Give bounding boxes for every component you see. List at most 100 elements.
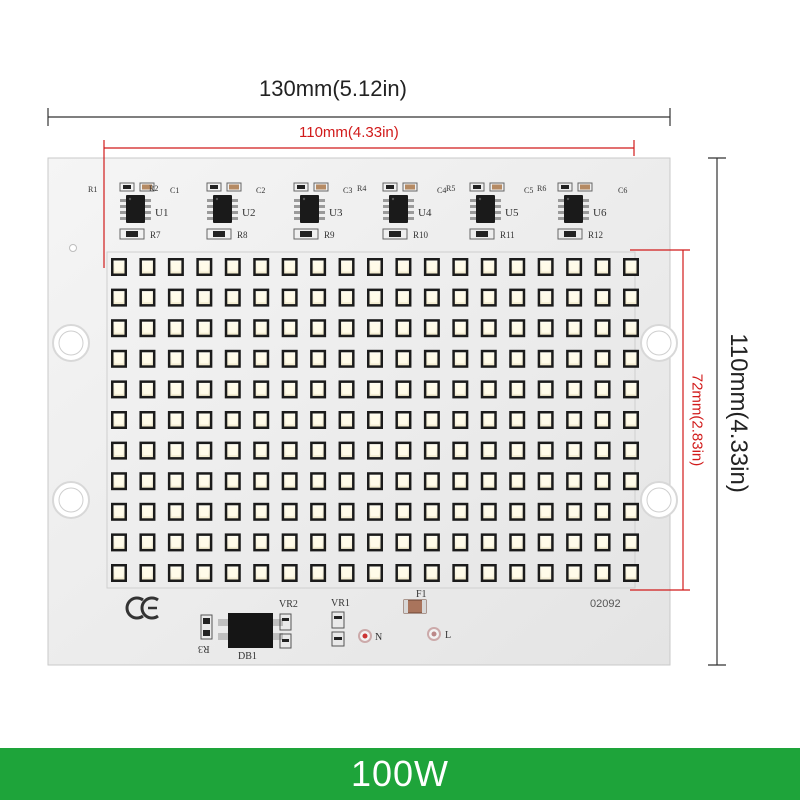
smd-led (253, 349, 270, 368)
smd-led (395, 564, 412, 582)
smd-led (509, 502, 526, 521)
smd-led (594, 411, 611, 429)
ce-mark (125, 596, 159, 620)
dimension-lines (47, 108, 726, 666)
smd-led (423, 502, 440, 521)
smd-led (111, 564, 127, 582)
smd-led (367, 441, 383, 460)
smd-led (338, 349, 355, 368)
smd-led (310, 502, 327, 521)
smd-led (167, 472, 184, 491)
smd-led (594, 502, 611, 521)
smd-led (253, 533, 270, 552)
smd-led (139, 502, 156, 521)
smd-led (281, 411, 298, 429)
smd-led (423, 472, 440, 491)
smd-led (537, 258, 554, 276)
label-f1: F1 (416, 589, 427, 600)
component-label: C5 (524, 186, 534, 195)
smd-led (395, 288, 412, 307)
smd-led (253, 288, 270, 307)
board-width-label: 130mm(5.12in) (259, 76, 407, 101)
smd-led (253, 472, 270, 491)
smd-led (281, 258, 298, 276)
smd-led (281, 564, 298, 582)
driver-chip-row (119, 182, 593, 240)
smd-led (594, 380, 611, 399)
smd-led (111, 533, 127, 552)
driver-chip (557, 182, 593, 240)
smd-led (111, 319, 127, 338)
smd-led (253, 411, 270, 429)
smd-led (566, 564, 583, 582)
bottom-components (200, 599, 441, 649)
smd-led (395, 502, 412, 521)
driver-chip (382, 182, 418, 240)
smd-led (509, 288, 526, 307)
smd-led (196, 258, 213, 276)
resistor-label: R11 (500, 230, 515, 240)
smd-led (537, 472, 554, 491)
smd-led (566, 380, 583, 399)
smd-led (338, 411, 355, 429)
smd-led (367, 258, 383, 276)
smd-led (480, 441, 497, 460)
smd-led (281, 349, 298, 368)
smd-led (224, 441, 241, 460)
smd-led (423, 411, 440, 429)
smd-led (509, 472, 526, 491)
smd-led (139, 319, 156, 338)
smd-led (367, 319, 383, 338)
smd-led (623, 533, 639, 552)
label-r3: R3 (198, 643, 210, 654)
smd-led (224, 411, 241, 429)
driver-chip (293, 182, 329, 240)
smd-led (452, 349, 469, 368)
smd-led (566, 441, 583, 460)
smd-led (623, 411, 639, 429)
smd-led (623, 472, 639, 491)
ce-mark-text: CE (117, 596, 118, 597)
smd-led (480, 319, 497, 338)
smd-led (139, 349, 156, 368)
smd-led (310, 288, 327, 307)
smd-led (594, 349, 611, 368)
smd-led (253, 564, 270, 582)
smd-led (281, 502, 298, 521)
component-label: R6 (537, 184, 547, 193)
smd-led (423, 441, 440, 460)
smd-led (139, 380, 156, 399)
smd-led (509, 258, 526, 276)
driver-chip (469, 182, 505, 240)
smd-led (452, 411, 469, 429)
smd-led (395, 349, 412, 368)
smd-led (310, 533, 327, 552)
smd-led (594, 441, 611, 460)
smd-led (338, 564, 355, 582)
smd-led (224, 349, 241, 368)
smd-led (139, 288, 156, 307)
mounting-holes (52, 244, 678, 519)
smd-led (537, 441, 554, 460)
smd-led (281, 533, 298, 552)
component-label: R2 (149, 184, 159, 193)
smd-led (452, 441, 469, 460)
smd-led (196, 319, 213, 338)
smd-led (338, 533, 355, 552)
smd-led (623, 441, 639, 460)
smd-led (452, 288, 469, 307)
smd-led (395, 472, 412, 491)
label-vr2: VR2 (279, 599, 298, 610)
smd-led (196, 288, 213, 307)
smd-led (566, 502, 583, 521)
smd-led (167, 380, 184, 399)
smd-led (281, 288, 298, 307)
led-grid (106, 251, 639, 589)
smd-led (594, 472, 611, 491)
smd-led (111, 288, 127, 307)
smd-led (367, 533, 383, 552)
smd-led (224, 258, 241, 276)
power-rating: 100W (350, 753, 450, 794)
smd-led (395, 411, 412, 429)
rectifier-chip (228, 613, 273, 648)
